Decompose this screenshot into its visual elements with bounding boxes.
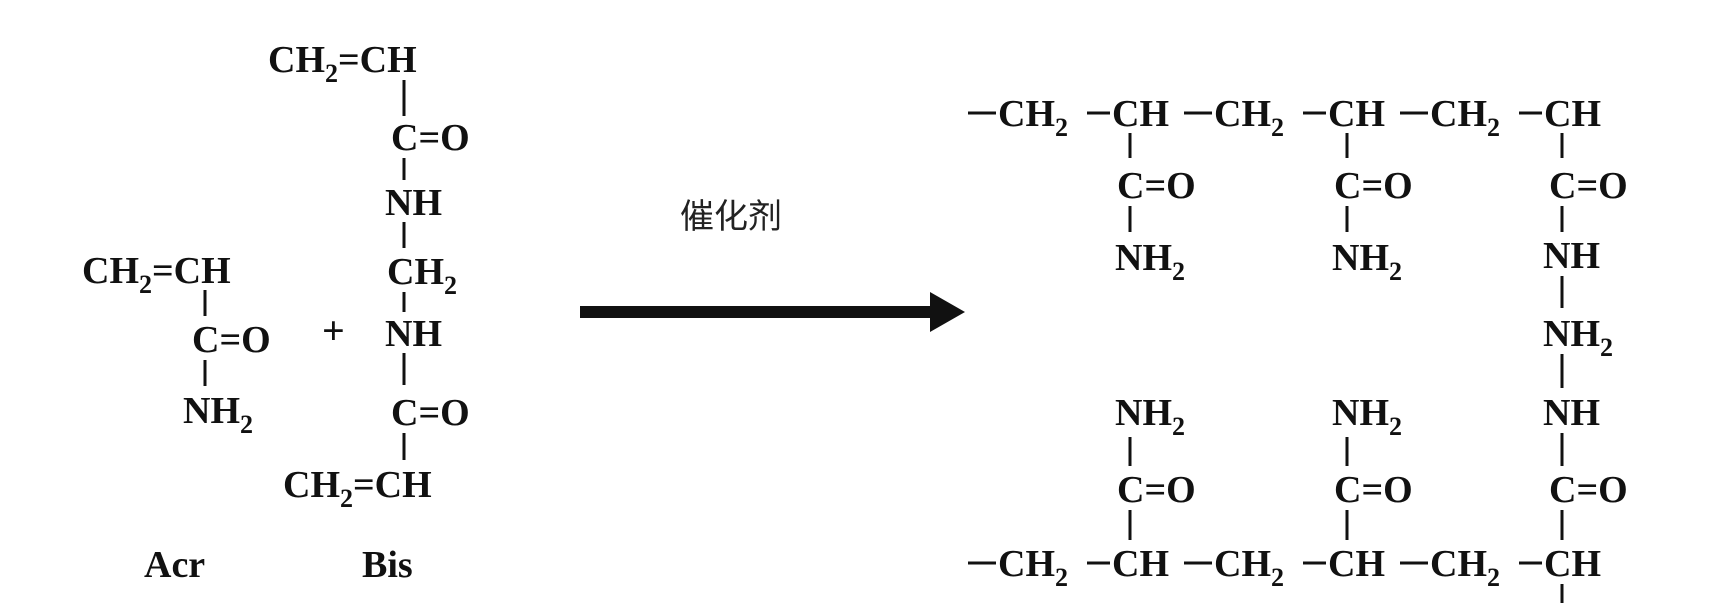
catalyst-label: 催化剂 [680,197,782,237]
bottom-pendant-1-amide: NH2 [1115,392,1185,441]
bis-label: Bis [362,544,413,586]
bottom-pendant-2-carbonyl: C=O [1334,469,1413,511]
crosslink-mid: NH2 [1543,313,1613,362]
bis-nh-bottom: NH [385,313,442,355]
bis-carbonyl-top: C=O [391,117,470,159]
top-pendant-2-amide: NH2 [1332,237,1402,286]
top-ch2-3: CH2 [1430,93,1500,142]
top-ch-1: CH [1112,93,1169,135]
acr-label: Acr [144,544,205,586]
top-ch2-1: CH2 [998,93,1068,142]
bottom-ch-2: CH [1328,543,1385,585]
bottom-ch-1: CH [1112,543,1169,585]
plus-sign: + [322,308,345,353]
acr-amide: NH2 [183,390,253,439]
reaction-arrow: 催化剂 [580,197,965,332]
top-pendant-1-amide: NH2 [1115,237,1185,286]
bottom-pendant-1-carbonyl: C=O [1117,469,1196,511]
crosslink-nh-bottom: NH [1543,392,1600,434]
bottom-ch2-3: CH2 [1430,543,1500,592]
top-pendant-1-carbonyl: C=O [1117,165,1196,207]
bottom-pendant-2: NH2 C=O [1332,392,1413,540]
top-ch2-2: CH2 [1214,93,1284,142]
product-bottom-chain: CH2 CH CH2 CH CH2 CH [968,543,1601,603]
product-top-chain: CH2 CH CH2 CH CH2 CH [968,93,1601,142]
acr-vinyl-ch2: CH2=CH [82,250,231,299]
bottom-pendant-2-amide: NH2 [1332,392,1402,441]
top-ch-3: CH [1544,93,1601,135]
crosslink-carbonyl-top: C=O [1549,165,1628,207]
bis-molecule: CH2=CH C=O NH CH2 NH C=O CH2=CH Bis [268,39,470,586]
top-ch-2: CH [1328,93,1385,135]
bottom-pendant-1: NH2 C=O [1115,392,1196,540]
bis-methylene: CH2 [387,251,457,300]
bis-carbonyl-bottom: C=O [391,392,470,434]
crosslink-carbonyl-bottom: C=O [1549,469,1628,511]
top-pendant-2: C=O NH2 [1332,133,1413,286]
bis-nh-top: NH [385,182,442,224]
acr-carbonyl: C=O [192,319,271,361]
crosslink-column: C=O NH NH2 NH C=O [1543,133,1628,540]
crosslink-nh-top: NH [1543,235,1600,277]
arrow-head [930,292,965,332]
bottom-ch2-1: CH2 [998,543,1068,592]
acr-molecule: CH2=CH C=O NH2 Acr [82,250,271,586]
bis-bottom-vinyl: CH2=CH [283,464,432,513]
bis-top-vinyl: CH2=CH [268,39,417,88]
top-pendant-2-carbonyl: C=O [1334,165,1413,207]
arrow-shaft [580,306,935,318]
bottom-ch2-2: CH2 [1214,543,1284,592]
bottom-ch-3: CH [1544,543,1601,585]
top-pendant-1: C=O NH2 [1115,133,1196,286]
